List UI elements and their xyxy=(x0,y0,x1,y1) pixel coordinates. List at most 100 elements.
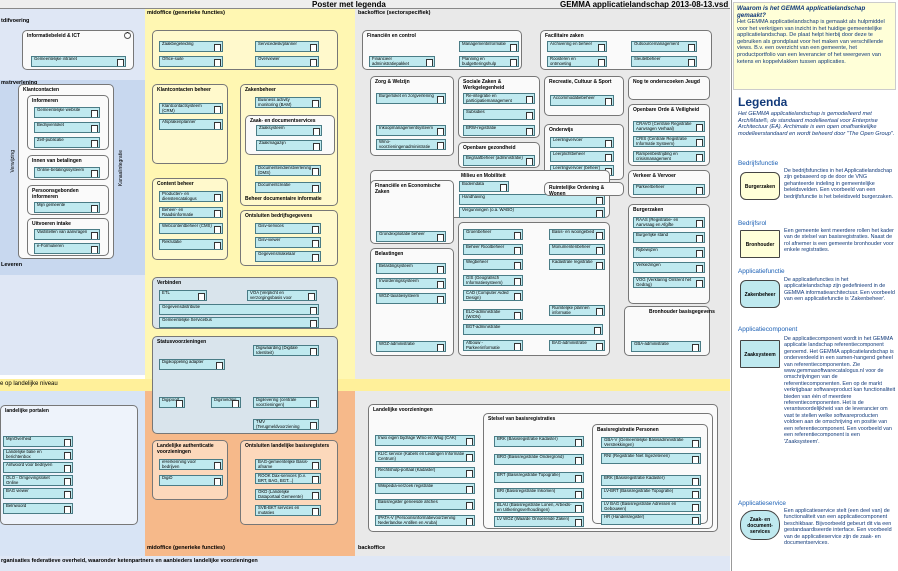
group-intake[interactable]: Uitvoeren intake Vaststellen van aanvrag… xyxy=(27,218,109,256)
group-zaak-documentservices[interactable]: Zaak- en documentservices Zaaksysteem Za… xyxy=(245,115,335,155)
component[interactable]: Wegbeheer xyxy=(463,259,523,270)
group-zakenbeheer[interactable]: Zakenbeheer Business activity monitoring… xyxy=(240,84,338,206)
component[interactable]: ELO-administratie (WION) xyxy=(463,309,523,320)
group-stelsel-basisregistraties[interactable]: Stelsel van basisregistraties BRK (Basis… xyxy=(483,413,713,529)
component[interactable]: SVB-BKT services en mutaties xyxy=(255,505,321,516)
component[interactable]: Zaaksysteem xyxy=(256,125,322,136)
component[interactable]: eHerkenning voor bedrijven xyxy=(159,459,223,470)
component[interactable]: Bedrijvenloket xyxy=(34,122,100,133)
group-basisregistratie-personen[interactable]: Basisregistratie Personen GBA-V (Gemeent… xyxy=(592,424,708,525)
component[interactable]: Gegevensdistributie xyxy=(159,304,319,315)
component[interactable]: Outsourcemanagement xyxy=(631,41,697,52)
component[interactable]: Ruimtelijke plannen informatie xyxy=(549,305,605,316)
group-jeugd[interactable]: Nog te onderscoeken Jeugd xyxy=(628,76,710,100)
component[interactable]: IPATA-V (Persoonsinformatievoorziening N… xyxy=(375,515,475,526)
component[interactable]: Handhaving xyxy=(459,194,605,205)
component[interactable]: Digikoppeling adapter xyxy=(159,359,225,370)
component[interactable]: Parkeerbeheer xyxy=(633,184,705,195)
component[interactable]: Online-betalingssysteem xyxy=(34,167,100,178)
component[interactable]: Planning en budgetteringshulp xyxy=(459,56,519,67)
component[interactable]: Wikipedia-verzoek registratie xyxy=(375,483,475,494)
component[interactable]: Bodemdata xyxy=(459,181,509,192)
component[interactable]: Grondexploitatie beheer xyxy=(376,231,446,242)
component[interactable]: Vaststellen van aanvragen xyxy=(34,229,100,240)
component[interactable]: Gisv-services xyxy=(255,223,321,234)
component[interactable]: Rampenbestrijding en crisismanagement xyxy=(633,151,705,162)
group-stelselvoorzieningen[interactable]: Statusvoorzieningen Digiwaarding (Digita… xyxy=(152,336,338,434)
component[interactable]: RNI (Registratie Niet Ingezetenen) xyxy=(601,453,701,464)
component[interactable]: Gemeentelijke intranet xyxy=(31,56,126,67)
component[interactable]: Office-suite xyxy=(159,56,223,67)
component[interactable]: Begraafbeheer (administratie) xyxy=(463,155,535,166)
group-informatiebeleid[interactable]: Informatiebeleid & ICT^ Gemeentelijke in… xyxy=(22,30,134,70)
group-verbinden[interactable]: Verbinden ETL VOA (Verplicht en verzorgi… xyxy=(152,277,338,329)
group-klantcontacten[interactable]: Klantcontacten Informeren Gemeentelijke … xyxy=(18,84,114,259)
component[interactable]: BRI (Basisregistratie Inkomen) xyxy=(494,488,584,499)
group-facilitaire-zaken[interactable]: Facilitaire zaken Archivering en beheer … xyxy=(540,30,712,70)
component[interactable]: Zelf-publicatie xyxy=(34,137,100,148)
component[interactable]: Financieel administratiepakket xyxy=(369,56,435,67)
group-openbare-orde[interactable]: Openbare Orde & Veiligheid CRAVO (Centra… xyxy=(628,104,710,166)
component[interactable]: TMV (Terugmeldvoorziening BKR) xyxy=(253,419,319,430)
group-openbare-gezondheid[interactable]: Openbare gezondheid Begraafbeheer (admin… xyxy=(458,142,540,168)
component[interactable]: Rijbewijzen xyxy=(633,247,705,258)
component[interactable]: BRO (Basisregistratie Ondergrond) xyxy=(494,454,584,465)
component[interactable]: BAG-gemeentelijke Basis-afname xyxy=(255,459,321,470)
component[interactable]: Vergunningen (o.a. WABO) xyxy=(459,207,605,218)
component[interactable]: OKD (Landelijke Dataportaal Gemeente) xyxy=(255,489,321,500)
component[interactable]: ROOK Dax-services (b.v. BRT, BAG, BGT...… xyxy=(255,473,321,484)
component[interactable]: Archivering en beheer xyxy=(547,41,607,52)
component[interactable]: Gemeentelijke website xyxy=(34,107,100,118)
component[interactable]: VOG (Verklaring Omtrent het Gedrag) xyxy=(633,277,705,288)
component[interactable]: Documentendienstverlening (DMS) xyxy=(255,165,321,176)
component[interactable]: Inkoopmanagementsysteem xyxy=(376,125,446,136)
component[interactable]: Basisregister geneesde afiches xyxy=(375,499,475,510)
component[interactable]: BGT-administratie xyxy=(463,324,603,335)
component[interactable]: Digimelding xyxy=(211,397,241,408)
group-landelijke-portalen[interactable]: landelijke portalen MijnOverheid Landeli… xyxy=(0,405,138,525)
component[interactable]: ETL xyxy=(159,290,207,301)
group-ontsluiten-basisregisters[interactable]: Ontsluiten landelijke basisregisters BAG… xyxy=(240,440,338,525)
group-sociale-zaken[interactable]: Sociale Zaken & Werkgelegenheid Re-integ… xyxy=(458,76,540,138)
component[interactable]: Groenbeheer xyxy=(463,229,523,240)
component[interactable]: MijnOverheid xyxy=(3,436,73,447)
component[interactable]: GBA-V (Gemeentelijke Basisadministratie … xyxy=(601,437,701,448)
component[interactable]: Producten- en dienstencatalogus xyxy=(159,191,223,202)
component[interactable]: CRIS (Centrale Registratie Informatie Sy… xyxy=(633,136,705,147)
component[interactable]: Documentcreatie xyxy=(255,182,321,193)
component[interactable]: Wmo-voorzieningenadministratie xyxy=(376,139,446,150)
group-financien[interactable]: Financiën en control Financieel administ… xyxy=(362,30,522,70)
component[interactable]: RAAS (Registratie- en Aanvraag en Afgift… xyxy=(633,217,705,228)
component[interactable]: BRW-registratie xyxy=(463,125,535,136)
component[interactable]: BLAU (Basisregistratie Lonen, Arbeids- e… xyxy=(494,502,584,513)
component[interactable]: Beheer- en Raadsinformatie xyxy=(159,207,223,218)
group-belastingen[interactable]: Belastingen Belastingsysteem Invordering… xyxy=(370,248,454,356)
component[interactable]: LV-BRT (Basisregistratie Topografie) xyxy=(601,488,701,499)
component[interactable]: LV BAG (Basisregistratie Adressen en Geb… xyxy=(601,501,701,512)
component[interactable]: Re-integratie en participatiemanagement xyxy=(463,93,535,104)
component[interactable]: DigiD xyxy=(159,475,223,486)
component[interactable]: Rechtshulp-portaal (Kadaster) xyxy=(375,467,475,478)
component[interactable]: GIS (Geografisch Informatiesysteem) xyxy=(463,275,523,286)
component[interactable]: Mijn gemeente xyxy=(34,202,100,213)
component[interactable]: Leerplichtbeheer xyxy=(550,151,614,162)
group-ruimtelijke-ordening[interactable]: Ruimtelijke Ordening & Wonen xyxy=(544,182,624,197)
component[interactable]: VOA (Verplicht en verzorgingsbasis voor … xyxy=(247,290,317,301)
component[interactable]: Roosteren en ontmoeting xyxy=(547,56,607,67)
component[interactable]: Subsidies xyxy=(463,109,535,120)
component[interactable]: Sleutelbeheer xyxy=(631,56,697,67)
group-bronhouder[interactable]: Bronhouder basisgegevens GBA-administrat… xyxy=(624,306,715,356)
component[interactable]: BRK (Basisregistratie Kadaster) xyxy=(601,475,701,486)
component[interactable]: Basis- en woongebied xyxy=(549,229,605,240)
component[interactable]: Digilevering (centrale voorzieningen) xyxy=(253,397,319,408)
component[interactable]: Burgerloket en zorgverlening xyxy=(376,93,446,104)
component[interactable]: Antwoord voor bedrijven xyxy=(3,462,73,473)
component[interactable]: Digipoort xyxy=(159,397,185,408)
group-verkeer[interactable]: Verkeer & Vervoer Parkeerbeheer xyxy=(628,170,710,198)
component[interactable]: Burgerlijke stand xyxy=(633,232,705,243)
component[interactable]: Zaakmagazijn xyxy=(256,140,322,151)
component[interactable]: CRAVO (Centrale Registratie Aanvragen Ve… xyxy=(633,121,705,132)
component[interactable]: Kadastrale registratie xyxy=(549,259,605,270)
component[interactable]: Digiwaarding (Digitale Identiteit) xyxy=(253,345,319,356)
component[interactable]: WOZ-administratie xyxy=(376,341,446,352)
